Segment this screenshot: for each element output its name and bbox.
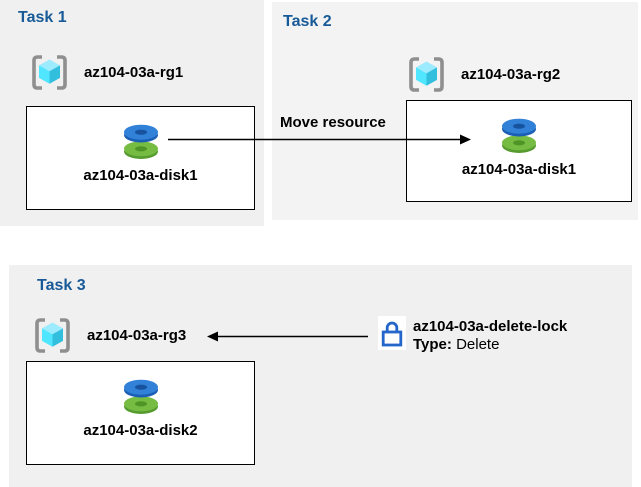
task1-panel: Task 1 az104-03a-rg1 xyxy=(0,0,264,226)
task1-disk-label: az104-03a-disk1 xyxy=(83,167,198,184)
resource-group-icon xyxy=(406,54,447,95)
task1-resource-group: az104-03a-rg1 xyxy=(29,52,183,93)
task2-title: Task 2 xyxy=(283,13,332,30)
task2-resource-group: az104-03a-rg2 xyxy=(406,54,560,95)
resource-group-icon xyxy=(29,52,70,93)
task2-disk-label: az104-03a-disk1 xyxy=(461,161,577,178)
task3-resource-box: az104-03a-disk2 xyxy=(26,361,255,465)
task3-resource-group: az104-03a-rg3 xyxy=(32,315,186,356)
delete-lock-type-label: Type: xyxy=(413,336,452,353)
disk-icon xyxy=(119,376,163,417)
task2-rg-label: az104-03a-rg2 xyxy=(461,66,561,83)
task3-panel: Task 3 az104-03a-rg3 xyxy=(9,265,632,487)
disk-icon xyxy=(119,121,163,162)
task2-panel: Task 2 az104-03a-rg2 xyxy=(272,2,638,220)
task1-title: Task 1 xyxy=(18,9,67,26)
task1-resource-box: az104-03a-disk1 xyxy=(26,106,255,210)
move-resource-label: Move resource xyxy=(280,114,386,131)
delete-lock-unit: az104-03a-delete-lock Type: Delete xyxy=(378,316,567,354)
resource-group-icon xyxy=(32,315,73,356)
task3-title: Task 3 xyxy=(37,277,86,294)
task3-rg-label: az104-03a-rg3 xyxy=(87,327,187,344)
delete-lock-name: az104-03a-delete-lock xyxy=(413,318,568,335)
disk-icon xyxy=(497,115,541,156)
task2-resource-box: az104-03a-disk1 xyxy=(406,100,632,202)
delete-lock-type: Type: Delete xyxy=(413,336,567,354)
lock-icon xyxy=(378,316,406,350)
task3-disk-label: az104-03a-disk2 xyxy=(83,422,198,439)
task1-rg-label: az104-03a-rg1 xyxy=(84,64,184,81)
delete-lock-type-value: Delete xyxy=(456,336,500,353)
